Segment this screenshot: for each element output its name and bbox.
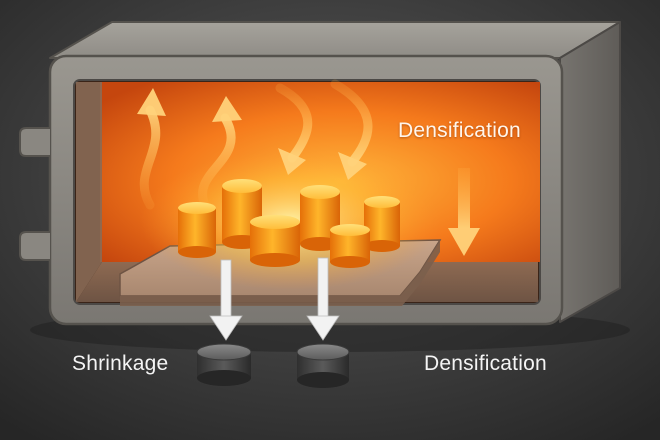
heat-arrow-icon [198,96,242,210]
furnace-hinge-top [19,127,50,157]
furnace-top-face [49,21,621,59]
shrunk-pellets [196,343,350,388]
hot-pellets [178,179,400,268]
downward-arrow-icon [448,168,480,256]
pellet [330,224,370,268]
heat-arrow-icon [330,79,373,180]
heat-arrow-icon [137,88,166,210]
heat-arrow-icon [275,83,313,175]
shrunk-pellet [296,343,350,388]
result-arrows [209,257,340,341]
densification-label-inside: Densification [398,119,521,142]
shrinkage-label: Shrinkage [72,352,169,375]
pellet [178,202,216,258]
shrunk-pellet [196,343,252,386]
heat-arrows [137,79,480,256]
chamber-left-wall [76,82,102,302]
furnace-hinge-bottom [19,231,50,261]
downward-arrow-icon [306,257,340,341]
pellet [300,185,340,251]
furnace-side-face [559,21,621,323]
pellet [250,215,300,267]
pellet [364,196,400,252]
downward-arrow-icon [209,259,243,341]
densification-label-outside: Densification [424,352,547,375]
pellet [188,238,218,256]
